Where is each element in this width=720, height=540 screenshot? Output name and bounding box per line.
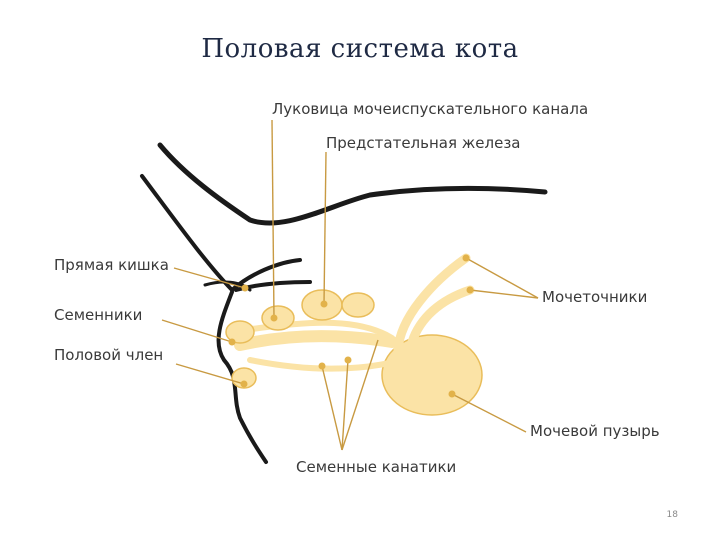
bladder <box>381 334 483 416</box>
back-contour <box>157 142 548 226</box>
slide-title: Половая система кота <box>201 34 519 64</box>
leader-urethral-bulb <box>271 119 275 319</box>
testis <box>225 320 255 344</box>
dot-urethral-bulb <box>270 314 278 322</box>
dot-testes <box>228 338 236 346</box>
leader-dots <box>228 254 474 398</box>
leader-vas-3 <box>341 339 379 451</box>
dot-vas-2 <box>344 356 352 364</box>
dot-vas-1 <box>318 362 326 370</box>
urethra <box>234 330 398 351</box>
label-rectum: Прямая кишка <box>54 256 169 274</box>
dot-penis <box>240 380 248 388</box>
leader-testes <box>161 319 233 343</box>
dot-ureter-2 <box>466 286 474 294</box>
dot-rectum <box>241 284 249 292</box>
ureter-lower <box>407 285 475 347</box>
label-bladder: Мочевой пузырь <box>530 422 660 440</box>
leader-ureters-2 <box>469 289 539 299</box>
leader-penis <box>175 363 245 385</box>
label-prostate: Предстательная железа <box>326 134 521 152</box>
label-urethral-bulb: Луковица мочеиспускательного канала <box>272 100 588 118</box>
leader-vas-1 <box>321 365 343 451</box>
dot-prostate <box>320 300 328 308</box>
leader-bladder <box>451 393 527 433</box>
leader-ureters-1 <box>465 257 539 299</box>
vas-deferens-upper <box>242 319 395 341</box>
leader-lines <box>161 119 539 451</box>
page-number: 18 <box>666 510 678 520</box>
dot-bladder <box>448 390 456 398</box>
dot-ureter-1 <box>462 254 470 262</box>
leader-prostate <box>323 151 327 305</box>
leader-vas-2 <box>341 359 349 451</box>
label-testes: Семенники <box>54 306 142 324</box>
organs <box>225 253 483 416</box>
labels: Луковица мочеиспускательного канала Пред… <box>54 100 660 476</box>
label-ureters: Мочеточники <box>542 288 647 306</box>
ureter-upper <box>393 253 471 355</box>
label-penis: Половой член <box>54 346 163 364</box>
prostate-lobe <box>341 292 375 318</box>
urethral-bulb <box>261 305 295 331</box>
leader-rectum <box>173 267 246 289</box>
label-vas-deferens: Семенные канатики <box>296 458 456 476</box>
penis <box>231 367 257 389</box>
